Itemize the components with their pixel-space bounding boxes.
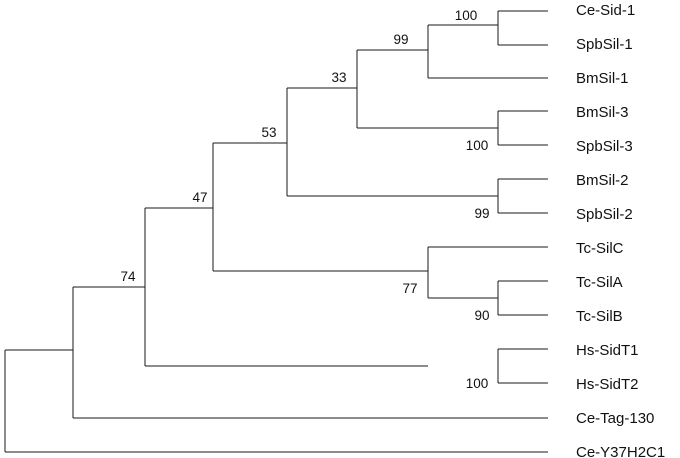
leaf-label: Tc-SilB: [576, 308, 623, 325]
branch-node-99-sil2: [497, 178, 548, 214]
branch-node-53: [212, 142, 428, 272]
branch-node-99-sil1: [356, 49, 498, 129]
branch-node-90: [497, 280, 548, 316]
tree-branches: [4, 10, 548, 453]
leaf-label: Ce-Y37H2C1: [576, 444, 665, 458]
bootstrap-sil-clades: 53: [261, 125, 276, 140]
bootstrap-ce-sid1-spbsil1: 100: [455, 8, 478, 23]
branch-root: [4, 349, 548, 453]
leaf-label: Tc-SilC: [576, 240, 624, 257]
leaf-labels: Ce-Sid-1SpbSil-1BmSil-1BmSil-3SpbSil-3Bm…: [576, 2, 665, 458]
leaf-label: SpbSil-3: [576, 138, 633, 155]
bootstrap-tc-sila-silb: 90: [474, 308, 489, 323]
bootstrap-sil-tc: 47: [192, 190, 207, 205]
leaf-label: SpbSil-2: [576, 206, 633, 223]
bootstrap-labels: 100 99 33 53 47 74 100 99 77 90 100: [120, 8, 489, 391]
leaf-label: Ce-Sid-1: [576, 2, 635, 19]
leaf-label: BmSil-3: [576, 104, 629, 121]
leaf-label: Ce-Tag-130: [576, 410, 654, 427]
bootstrap-tc-clade: 77: [402, 281, 417, 296]
leaf-label: Hs-SidT2: [576, 376, 639, 393]
leaf-label: BmSil-2: [576, 172, 629, 189]
leaf-label: Tc-SilA: [576, 274, 623, 291]
branch-node-33: [286, 87, 498, 197]
bootstrap-sil1-sil3: 33: [331, 70, 346, 85]
branch-node-77: [427, 246, 548, 299]
leaf-label: BmSil-1: [576, 70, 629, 87]
branch-node-100-sidt: [497, 348, 548, 384]
leaf-label: Hs-SidT1: [576, 342, 639, 359]
leaf-label: SpbSil-1: [576, 36, 633, 53]
bootstrap-ingroup: 74: [120, 269, 136, 284]
branch-leaf-ce-sid-1: [497, 10, 548, 46]
bootstrap-sil1-clade: 99: [393, 32, 408, 47]
branch-node-47: [144, 207, 428, 367]
branch-node-74: [72, 286, 548, 419]
branch-node-100-sil3: [497, 110, 548, 146]
branch-node-100-sil1: [427, 24, 548, 79]
bootstrap-sil2-clade: 99: [474, 206, 489, 221]
bootstrap-sil3-clade: 100: [466, 138, 489, 153]
bootstrap-sidt-clade: 100: [466, 376, 489, 391]
